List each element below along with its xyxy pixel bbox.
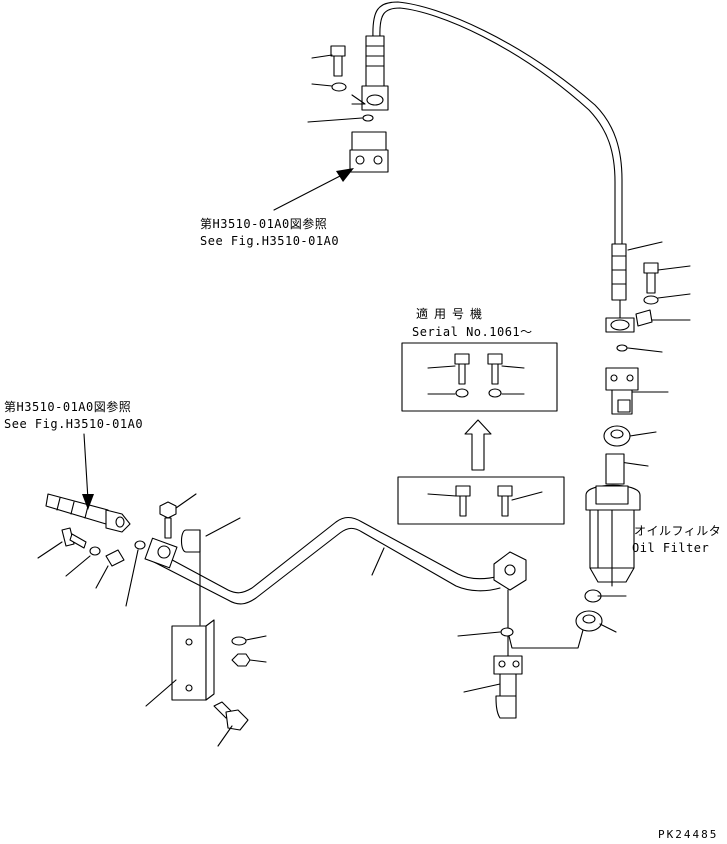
filter-label-en: Oil Filter bbox=[632, 541, 709, 555]
pipe-clamp-right bbox=[493, 551, 527, 591]
bolt-left-clamp bbox=[159, 501, 177, 539]
left-hose-end bbox=[45, 493, 146, 550]
main-pipe bbox=[149, 516, 501, 605]
support-bracket bbox=[171, 619, 215, 701]
top-figure-reference-en: See Fig.H3510-01A0 bbox=[200, 234, 339, 248]
top-hose-assembly bbox=[273, 1, 623, 249]
washer-top bbox=[331, 82, 347, 92]
bolt-top bbox=[330, 45, 346, 77]
up-arrow bbox=[464, 419, 492, 471]
standard-box-bolts bbox=[427, 485, 543, 517]
left-figure-reference-en: See Fig.H3510-01A0 bbox=[4, 417, 143, 431]
left-figure-reference-jp: 第H3510-01A0図参照 bbox=[4, 399, 131, 414]
top-figure-reference-jp: 第H3510-01A0図参照 bbox=[200, 216, 327, 231]
bolt-left bbox=[61, 527, 87, 549]
drawing-number: PK24485 bbox=[658, 828, 718, 841]
right-hose-assembly bbox=[603, 241, 691, 467]
oil-filter bbox=[584, 453, 641, 603]
filter-label-jp: オイルフィルタ bbox=[634, 524, 721, 538]
serial-label-en: Serial No.1061～ bbox=[412, 325, 533, 339]
lower-fitting bbox=[493, 655, 523, 719]
nut-bracket bbox=[231, 653, 251, 667]
adapter-nut bbox=[603, 425, 631, 447]
serial-variant-box bbox=[401, 342, 558, 412]
washer-bracket bbox=[231, 636, 247, 646]
pipe-clamp-left bbox=[144, 529, 201, 569]
connector-block-right bbox=[605, 367, 639, 415]
o-ring-top bbox=[362, 114, 374, 122]
hose-end-fitting-top bbox=[365, 35, 385, 87]
serial-box-bolts bbox=[427, 353, 525, 398]
bolt-bracket bbox=[213, 701, 249, 731]
serial-label-jp: 適用号機 bbox=[416, 306, 488, 321]
bolt-right bbox=[643, 262, 659, 294]
hose-end-fitting-right bbox=[611, 243, 627, 301]
standard-variant-box bbox=[397, 476, 565, 525]
adapter-nut-lower bbox=[507, 610, 617, 649]
connector-block-top bbox=[349, 131, 389, 173]
